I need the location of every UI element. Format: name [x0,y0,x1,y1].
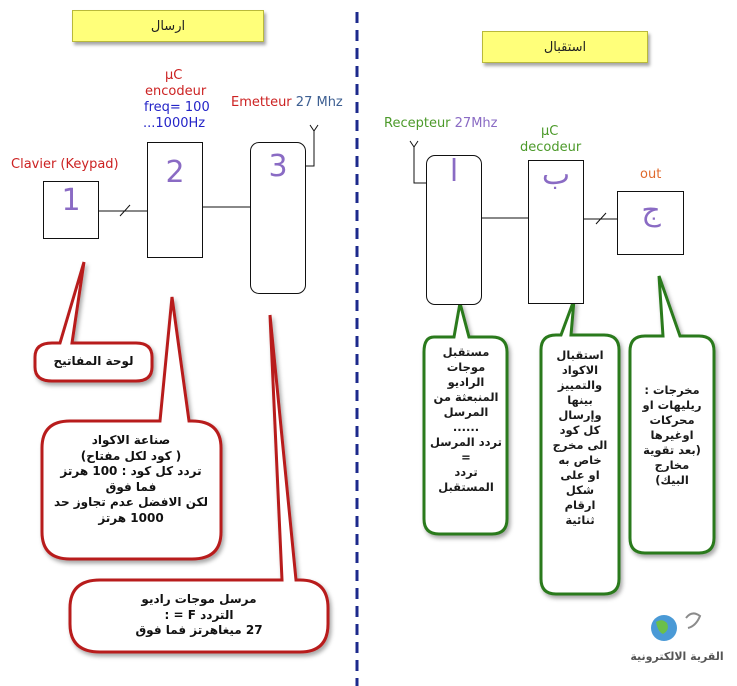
decoder-label-name: decodeur [520,140,582,155]
decoder-letter: ب [541,157,571,192]
emitter-label-freq: 27 Mhz [295,95,343,110]
callout-decoder-shape [539,299,621,596]
receiver-antenna-icon [409,140,419,148]
emitter-antenna-icon [309,124,319,132]
receiver-antenna-mast [413,146,426,184]
bus-slash-left [119,204,131,217]
callout-keypad-shape [33,261,154,383]
header-note-receive: استقبال [482,31,648,63]
bus-slash-right [595,212,607,225]
out-label: out [640,167,662,182]
encoder-freq-line2: ...1000Hz [143,116,206,131]
header-note-send: ارسال [72,10,264,42]
encoder-block [147,142,203,258]
callout-emitter-text: مرسل موجات راديو التردد F = : 27 ميغاهرت… [135,592,263,637]
emitter-label: Emetteur 27 Mhz [231,95,343,111]
receiver-label-freq: 27Mhz [454,116,498,131]
emitter-block [250,142,306,294]
out-letter: ج [641,193,661,228]
encoder-label-uc: µC [165,68,183,83]
receiver-label: Recepteur 27Mhz [384,116,497,132]
encoder-number: 2 [165,155,185,190]
callout-encoder-text: صناعة الاكواد ( كود لكل مفتاح) تردد كل ك… [54,433,208,525]
receiver-label-name: Recepteur [384,116,455,131]
callout-encoder-shape [40,296,223,561]
keypad-label: Clavier (Keypad) [11,157,119,172]
emitter-label-name: Emetteur [231,95,296,110]
callout-decoder-text: استقبال الاكواد والتمييز بينها وإرسال كل… [552,348,608,527]
callout-out-shape [628,275,716,555]
emitter-number: 3 [268,149,288,184]
keypad-number: 1 [61,183,81,218]
header-send-label: ارسال [150,18,186,34]
callout-receiver-text: مستقبل موجات الراديو المنبعثة من المرسل … [430,345,502,494]
logo-globe-land [656,620,668,634]
receiver-block [426,155,482,305]
callout-out-text: مخرجات : ريليهات او محركات اوغيرها (بعد … [642,383,702,487]
receiver-letter: ا [449,154,459,189]
decoder-block [528,160,584,304]
out-block [617,191,684,255]
header-receive-label: استقبال [543,39,587,55]
encoder-freq-line1: freq= 100 [144,100,210,115]
callout-receiver-shape [422,302,509,536]
keypad-block [43,181,99,239]
emitter-antenna-mast [305,130,315,167]
logo-swirl-icon [685,612,702,629]
encoder-label-name: encodeur [145,84,207,99]
callout-emitter-shape [68,314,330,654]
callout-keypad-text: لوحة المفاتيح [53,354,134,368]
logo-text: القرية الالكترونية [630,650,724,663]
decoder-label-uc: µC [541,124,559,139]
